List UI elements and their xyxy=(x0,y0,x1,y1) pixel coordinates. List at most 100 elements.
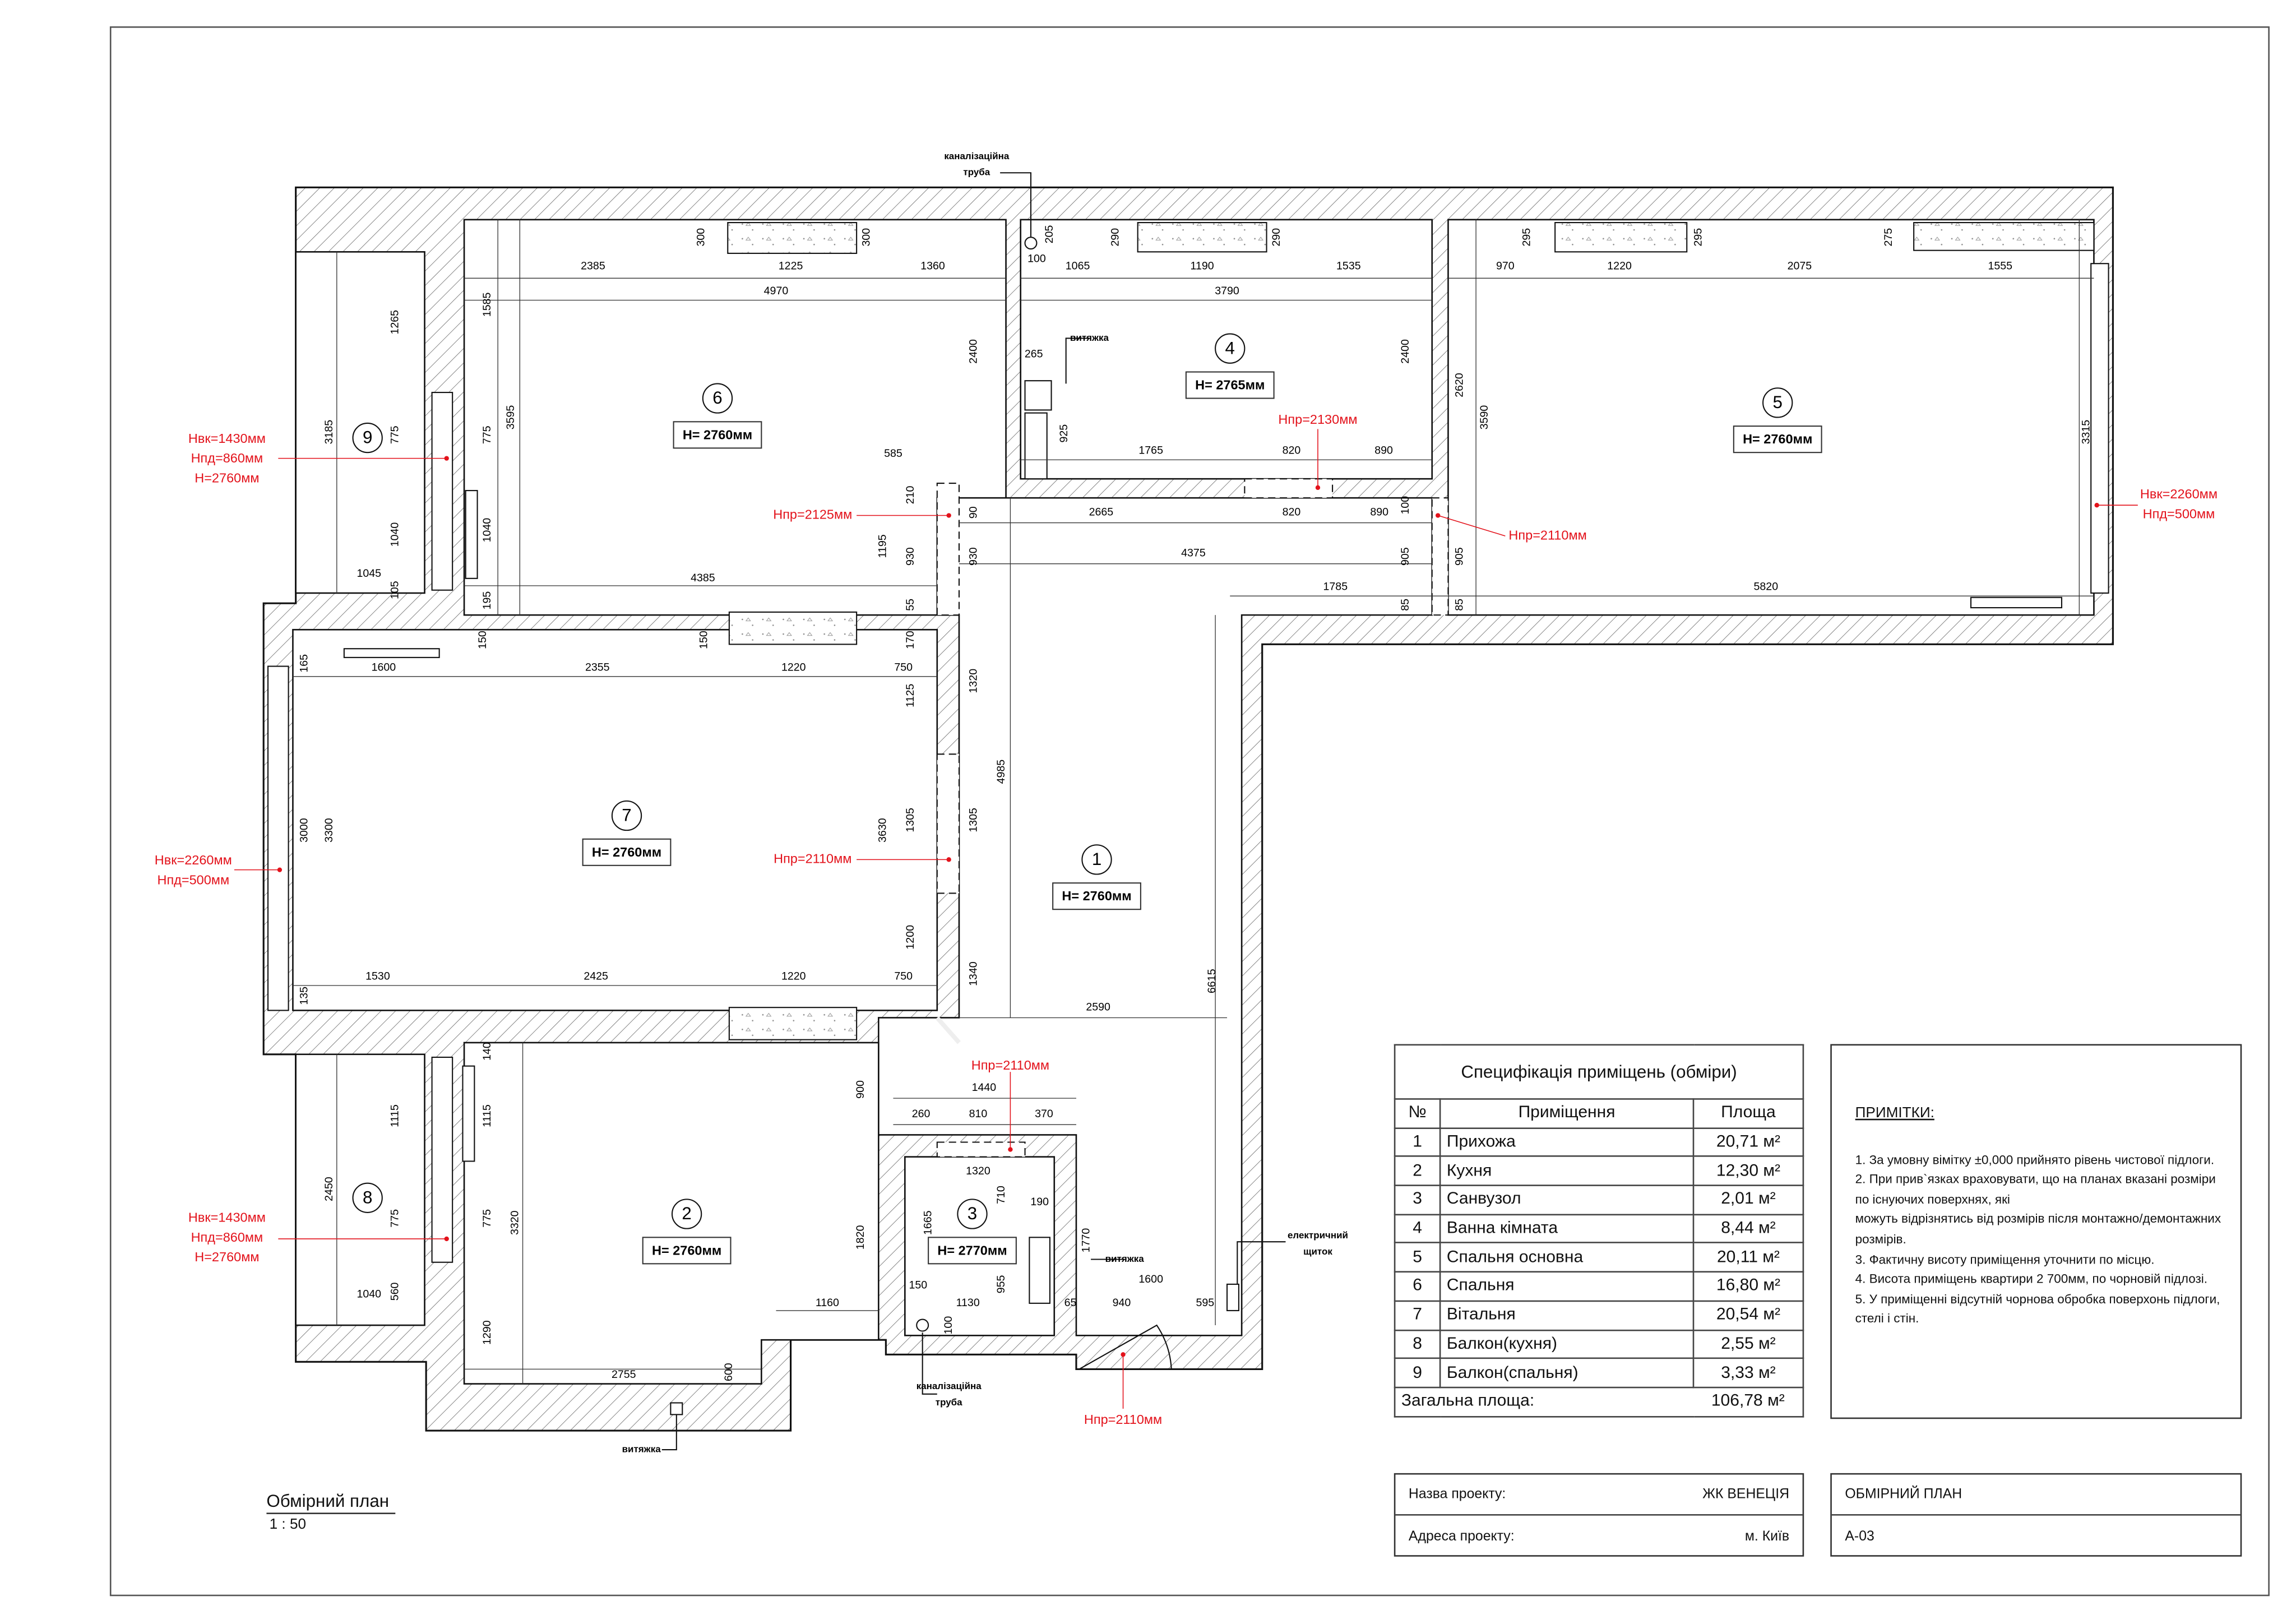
project-address-label: Адреса проекту: xyxy=(1408,1528,1515,1544)
dimension-label: 100 xyxy=(942,1316,955,1335)
dimension-label: 150 xyxy=(698,631,710,649)
height-annotation: Нпр=2110мм xyxy=(971,1058,1049,1072)
room-number-circle xyxy=(1081,844,1112,875)
height-tag xyxy=(673,421,762,449)
room-area: 2,55 м² xyxy=(1692,1329,1804,1359)
dimension-label: 265 xyxy=(1025,348,1043,360)
height-annotation: Нпр=2130мм xyxy=(1278,412,1357,427)
dimension-label: 2620 xyxy=(1453,373,1466,397)
room-number-circle xyxy=(611,800,642,831)
height-tag xyxy=(928,1237,1017,1265)
dimension-label: 65 xyxy=(1064,1297,1077,1309)
dimension-label: 2665 xyxy=(1089,506,1114,518)
dimension-label: 85 xyxy=(1399,599,1411,611)
dimension-label: 820 xyxy=(1283,445,1301,457)
room-number: 3 xyxy=(1394,1185,1441,1215)
room-number-circle xyxy=(352,422,383,454)
room-specification-table: Специфікація приміщень (обміри) № Приміщ… xyxy=(1394,1044,1804,1417)
dimension-label: 3595 xyxy=(504,405,517,430)
height-annotation: Нпд=500мм xyxy=(2143,506,2215,521)
room-6-bedroom xyxy=(463,219,1007,616)
dimension-label: 1360 xyxy=(920,260,945,272)
dimension-label: 55 xyxy=(904,599,916,611)
project-address: м. Київ xyxy=(1744,1528,1790,1544)
room-area: 20,54 м² xyxy=(1692,1300,1804,1331)
dimension-label: 940 xyxy=(1113,1297,1131,1309)
radiator xyxy=(727,222,858,254)
dimension-label: 4375 xyxy=(1181,547,1206,559)
dimension-label: 205 xyxy=(1043,225,1056,244)
room-number-circle xyxy=(671,1199,702,1229)
equipment-label: каналізаційна xyxy=(944,151,1010,161)
dimension-label: 1220 xyxy=(781,970,806,983)
dimension-label: 1785 xyxy=(1323,581,1348,593)
dimension-label: 970 xyxy=(1496,260,1515,272)
room-9-balcony xyxy=(295,251,425,594)
height-annotation: Нпд=860мм xyxy=(191,451,263,465)
room-area: 8,44 м² xyxy=(1692,1213,1804,1244)
room-name: Балкон(спальня) xyxy=(1439,1358,1695,1389)
dimension-label: 1320 xyxy=(967,669,979,693)
dimension-label: 585 xyxy=(884,447,902,460)
sewer-pipe-icon xyxy=(916,1318,929,1332)
total-value: 106,78 м² xyxy=(1693,1386,1804,1417)
height-tag xyxy=(1733,425,1822,454)
dimension-label: 165 xyxy=(298,654,311,673)
dimension-label: 750 xyxy=(894,970,913,983)
dimension-label: 5820 xyxy=(1754,581,1779,593)
annotation-dot xyxy=(444,1236,449,1242)
dimension-label: 1195 xyxy=(876,534,888,558)
room-number-circle xyxy=(1762,387,1793,418)
annotation-dot xyxy=(2094,503,2099,508)
room-area: 16,80 м² xyxy=(1692,1271,1804,1302)
dimension-label: 600 xyxy=(723,1363,735,1381)
room-number: 1 xyxy=(1092,849,1101,869)
room-area: 2,01 м² xyxy=(1692,1185,1804,1215)
total-row: Загальна площа: 106,78 м² xyxy=(1394,1386,1804,1417)
radiator xyxy=(1913,222,2095,251)
title-block-sheet: ОБМІРНИЙ ПЛАН А-03 xyxy=(1830,1473,2242,1557)
room-name: Кухня xyxy=(1439,1156,1695,1187)
room-number: 4 xyxy=(1225,338,1235,358)
room-name: Балкон(кухня) xyxy=(1439,1329,1695,1359)
dimension-label: 105 xyxy=(388,581,401,599)
project-name-label: Назва проекту: xyxy=(1408,1486,1506,1503)
room-area: 20,71 м² xyxy=(1692,1127,1804,1158)
dimension-label: 4985 xyxy=(995,760,1007,784)
dimension-label: 900 xyxy=(854,1080,867,1099)
room-number: 2 xyxy=(1394,1156,1441,1187)
annotation-dot xyxy=(444,456,449,461)
dimension-label: 775 xyxy=(481,1209,493,1228)
room-2-kitchen xyxy=(463,1042,879,1385)
room-number: 5 xyxy=(1394,1242,1441,1273)
column-header-area: Площа xyxy=(1692,1098,1804,1129)
dimension-label: 1765 xyxy=(1138,445,1163,457)
room-number: 8 xyxy=(1394,1329,1441,1359)
note-item: 2. При прив`язках враховувати, що на пла… xyxy=(1855,1172,2216,1206)
dimension-label: 2450 xyxy=(323,1177,335,1201)
room-number: 7 xyxy=(1394,1300,1441,1331)
room-number: 6 xyxy=(712,388,722,408)
dimension-label: 2755 xyxy=(612,1368,636,1381)
dimension-label: 100 xyxy=(1027,253,1046,265)
dimension-label: 750 xyxy=(894,661,913,673)
dimension-label: 2075 xyxy=(1788,260,1812,272)
dimension-label: 3000 xyxy=(298,818,311,843)
dimension-label: 1125 xyxy=(904,684,916,707)
radiator xyxy=(728,1007,858,1040)
room-number: 3 xyxy=(968,1204,977,1223)
dimension-label: 3185 xyxy=(323,420,335,445)
dimension-label: 210 xyxy=(904,485,916,504)
equipment-label: електричний xyxy=(1288,1230,1348,1241)
dimension-label: 1530 xyxy=(365,970,390,983)
